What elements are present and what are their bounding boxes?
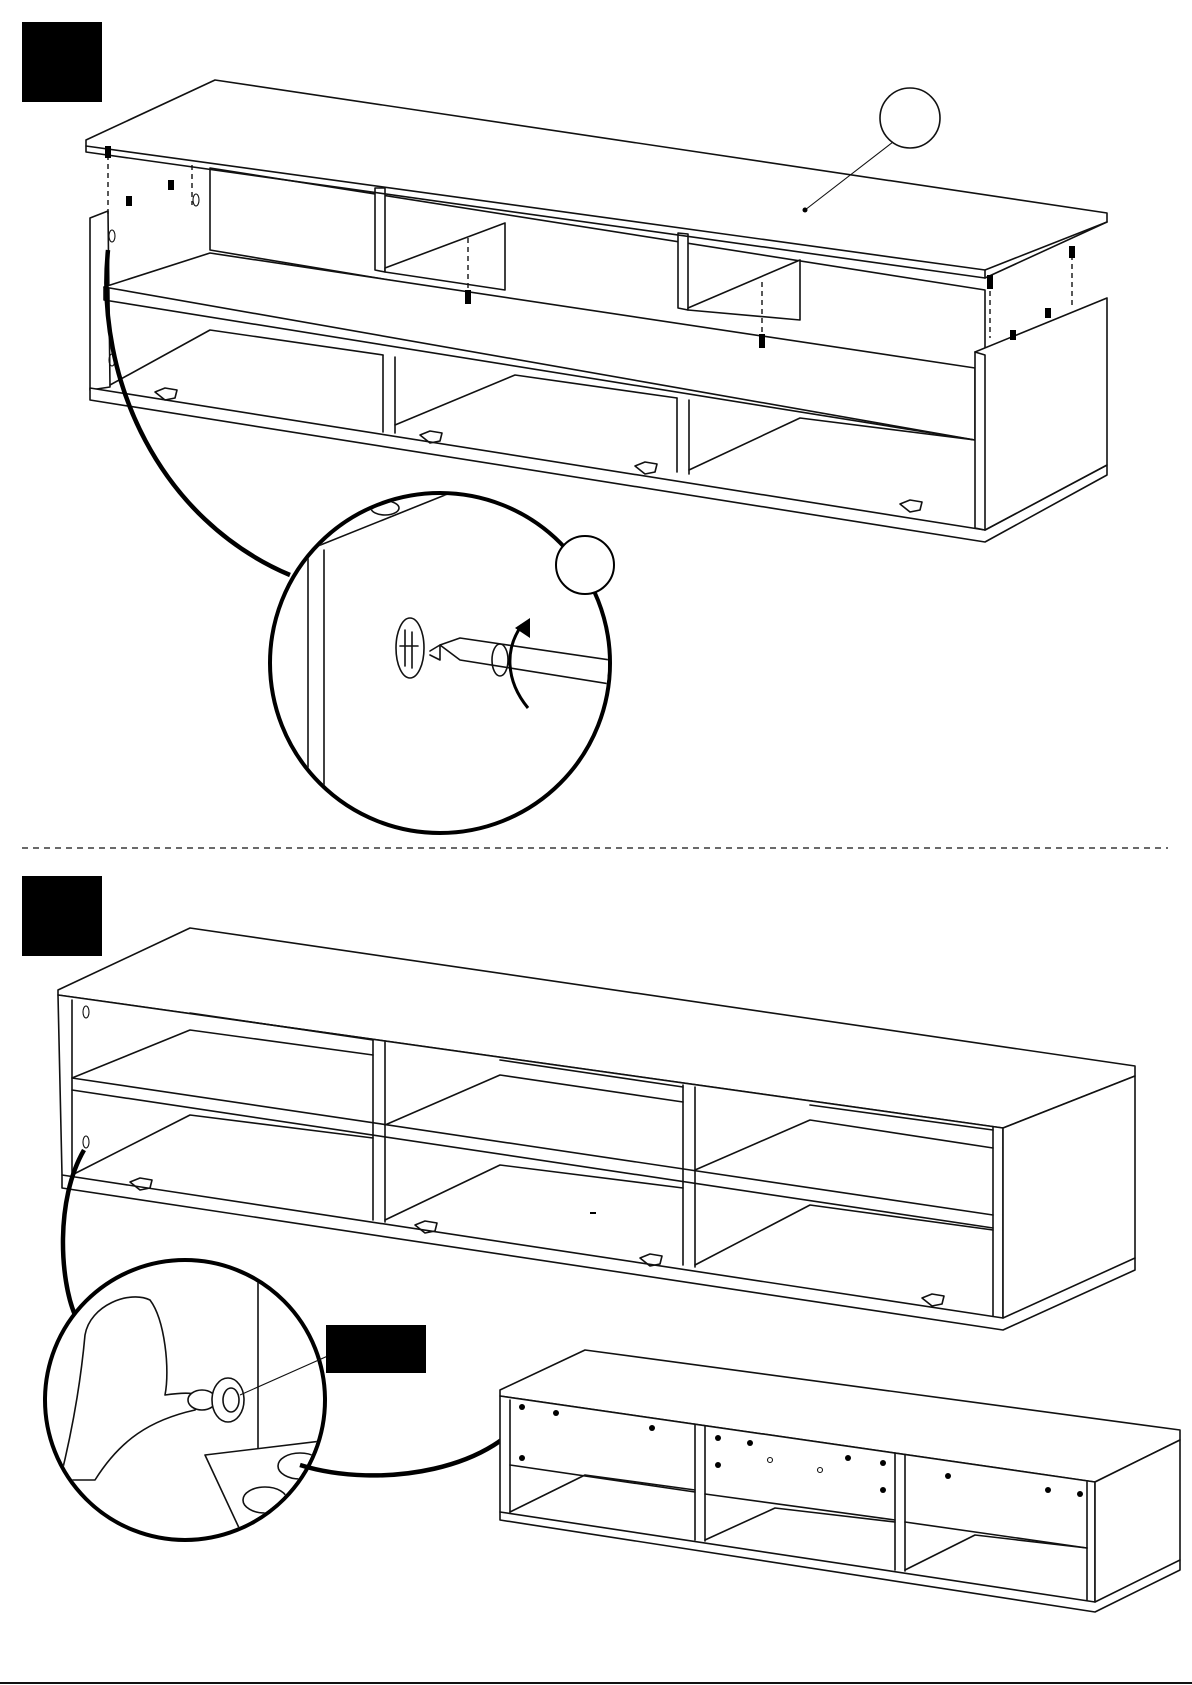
part-callout-circle bbox=[880, 88, 940, 148]
dowel bbox=[1069, 246, 1075, 258]
dowel bbox=[759, 334, 765, 348]
upper-divider-right bbox=[678, 233, 688, 310]
cabinet-back-view bbox=[500, 1350, 1180, 1612]
detail-connector-3 bbox=[300, 1405, 532, 1475]
dowel bbox=[1010, 330, 1016, 340]
dowel bbox=[126, 196, 132, 206]
hole bbox=[109, 230, 115, 242]
tool-callout-circle bbox=[556, 536, 614, 594]
right-side-panel bbox=[975, 298, 1107, 530]
detail-cam-lock bbox=[270, 485, 614, 850]
detail-felt-pad bbox=[45, 1260, 426, 1540]
dowel bbox=[1045, 308, 1051, 318]
dowel bbox=[465, 290, 471, 304]
dowel bbox=[168, 180, 174, 190]
upper-divider-left bbox=[375, 188, 385, 272]
lower-divider-right bbox=[677, 398, 689, 474]
step-2 bbox=[22, 876, 1180, 1612]
hole bbox=[193, 194, 199, 206]
dowel bbox=[987, 275, 993, 289]
lower-compartment-back-1 bbox=[395, 375, 677, 425]
step-2-badge bbox=[22, 876, 102, 956]
step-1 bbox=[22, 22, 1107, 850]
part-label-box bbox=[326, 1325, 426, 1373]
hinge-3 bbox=[635, 462, 657, 474]
hinge-4 bbox=[900, 500, 922, 512]
dowel bbox=[105, 146, 111, 158]
lower-divider-left bbox=[383, 355, 395, 433]
step-1-badge bbox=[22, 22, 102, 102]
